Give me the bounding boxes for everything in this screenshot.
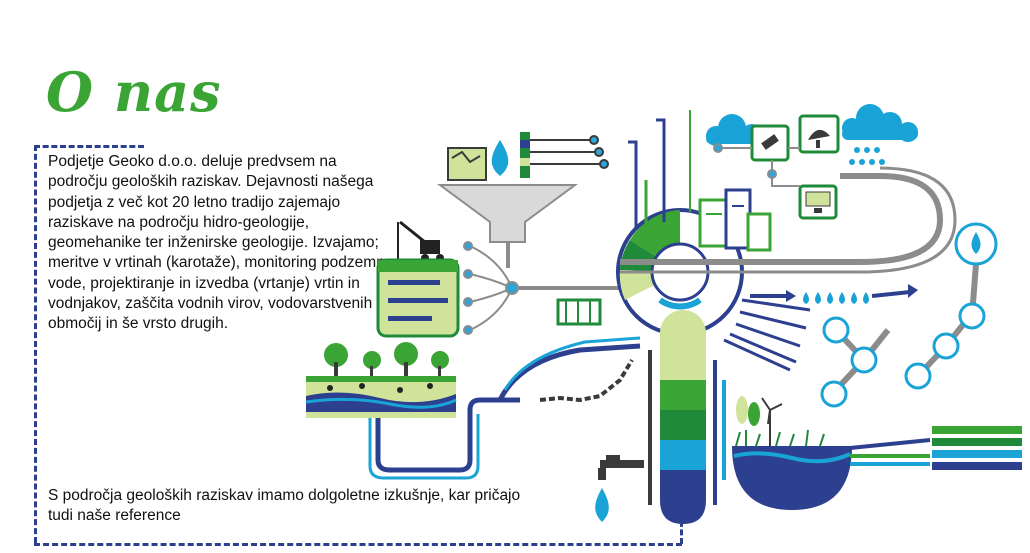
frame-border-bottom (34, 543, 682, 546)
map-icon (447, 147, 487, 181)
zigzag-connector (539, 358, 634, 403)
monitor-icon (798, 184, 838, 220)
water-column (660, 310, 706, 524)
buildings (698, 188, 772, 252)
tall-bars (628, 110, 691, 230)
wind-turbine-icon (761, 397, 783, 446)
water-drop-icon (491, 140, 509, 176)
about-paragraph: Podjetje Geoko d.o.o. deluje predvsem na… (48, 153, 394, 333)
drop-row (803, 292, 869, 304)
rain-drops (849, 147, 885, 165)
water-drop-icon-node (971, 232, 981, 254)
frame-border-left (34, 145, 37, 543)
radar-dish-icon (798, 114, 840, 154)
ground-cross-section (305, 376, 457, 418)
grass (735, 429, 825, 447)
pipe-lower (375, 397, 520, 473)
small-trees (736, 396, 760, 426)
tap-icon (598, 455, 644, 480)
water-bowl (732, 446, 852, 510)
satellite-icon (750, 124, 790, 162)
references-text: S področja geoloških raziskav imamo dolg… (48, 487, 521, 525)
core-sample-bars (520, 132, 530, 178)
soil-block (376, 258, 460, 338)
green-block-left (556, 298, 602, 326)
gray-curved-pipes (620, 166, 957, 274)
radial-lines (723, 298, 811, 372)
stripe-lines (849, 426, 1022, 470)
arrow-right (750, 284, 918, 302)
page-title: O nas (46, 60, 222, 124)
water-drop-icon-bottom (595, 488, 609, 522)
connector-dots-right (713, 143, 800, 187)
cloud-icon (706, 104, 918, 146)
frame-border-top (34, 145, 144, 148)
connector-dots-left (463, 241, 620, 335)
connector-dots-top (530, 135, 609, 169)
column-side-lines (648, 350, 726, 505)
trees-icon (324, 342, 449, 376)
drill-rig-icon (397, 220, 444, 262)
funnel (436, 184, 579, 243)
